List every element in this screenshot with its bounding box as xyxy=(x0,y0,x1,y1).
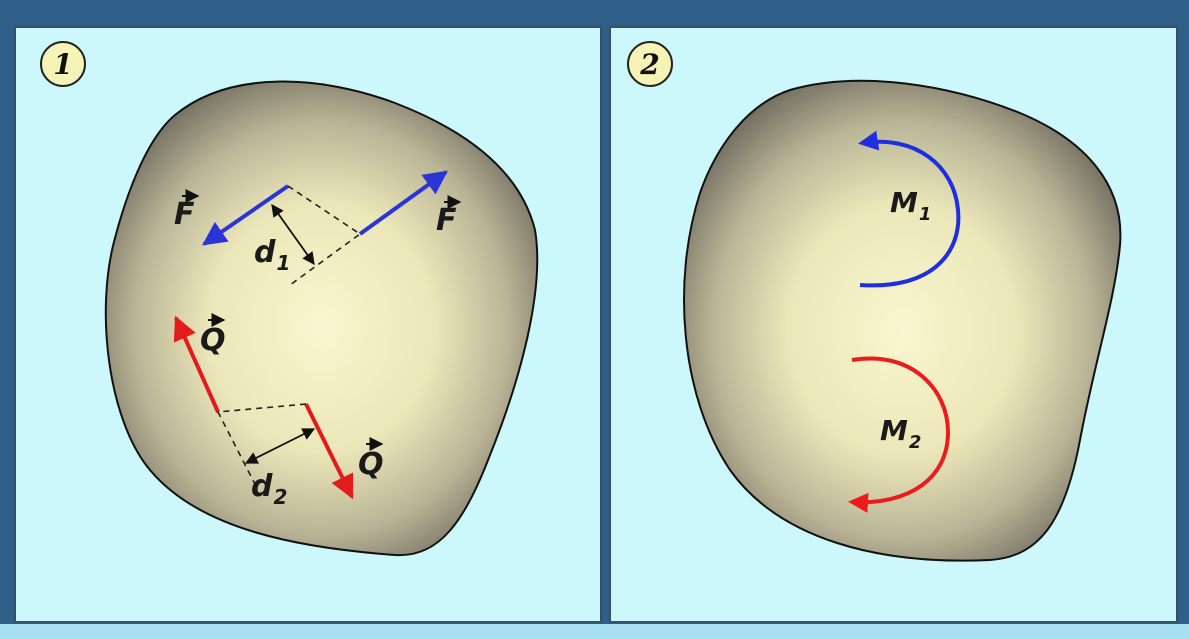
force-f-left-arrow xyxy=(202,184,290,246)
force-q-top-arrow xyxy=(173,315,220,413)
d2-dimension-arrow xyxy=(244,428,316,464)
badge-1-text: 1 xyxy=(53,48,72,81)
label-force-q-bottom: Q xyxy=(358,447,384,482)
badge-circle-icon: 1 xyxy=(40,41,86,87)
label-force-q-top: Q xyxy=(200,323,226,358)
badge-circle-icon: 2 xyxy=(627,41,673,87)
d1-dimension-arrow xyxy=(271,203,315,266)
badge-2-text: 2 xyxy=(639,48,659,81)
curved-moment-arrow-icon xyxy=(858,130,961,288)
label-m1: M1 xyxy=(890,186,931,225)
label-d1: d1 xyxy=(254,235,290,275)
d1-construction-lines xyxy=(287,185,362,286)
rigid-body-2 xyxy=(683,79,1122,562)
curved-moment-arrow-icon xyxy=(848,356,951,513)
force-f-right-arrow xyxy=(358,170,448,236)
bottom-strip xyxy=(0,624,1189,639)
rigid-body-1 xyxy=(104,80,539,557)
force-q-bottom-arrow xyxy=(304,403,354,500)
d2-construction-lines xyxy=(216,403,307,491)
label-m2: M2 xyxy=(880,414,921,453)
label-force-f-left: F xyxy=(174,197,195,232)
label-force-f-right: F xyxy=(436,203,457,238)
label-d2: d2 xyxy=(251,469,287,509)
